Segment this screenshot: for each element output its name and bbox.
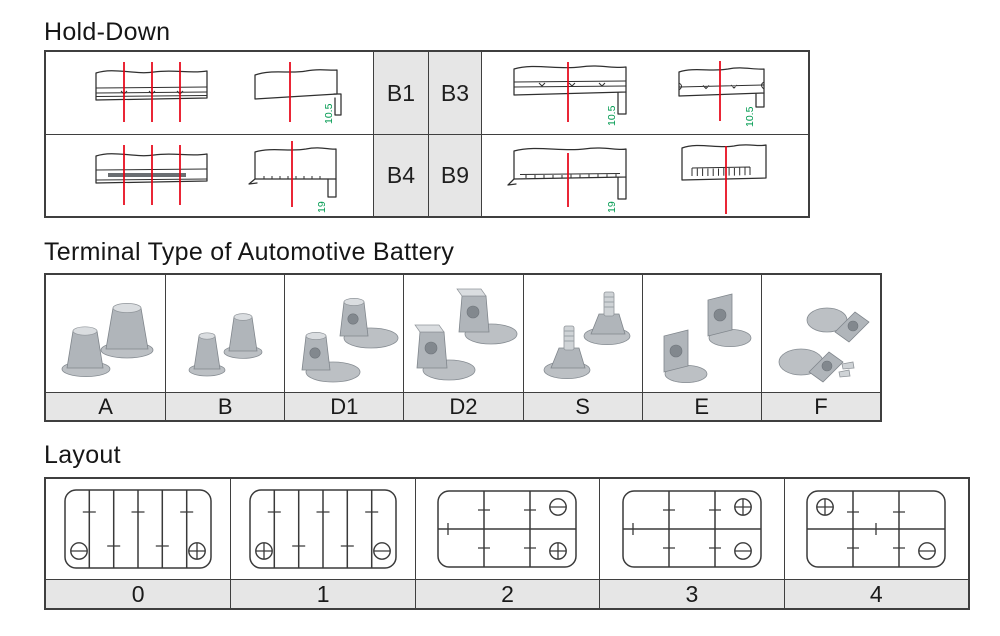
terminal-label: B [217,393,233,419]
layout-image-3 [599,479,783,579]
layout-0-diagram [64,489,212,569]
code-label: B4 [386,162,416,188]
layout-table: 0 1 2 3 4 [44,477,970,610]
code-label: B1 [386,79,416,106]
terminal-a-posts-illustration [61,302,153,377]
dimension-label: 10.5 [323,103,335,124]
hold-down-code-b3: B3 [428,52,481,134]
terminal-label: S [575,393,590,419]
hold-down-code-b4: B4 [373,134,428,216]
layout-section-title: Layout [44,441,121,469]
hold-down-profile-b4-front-drawing [95,144,208,205]
hold-down-profile-b9-side-drawing [681,143,767,214]
dimension-label: 19 [606,201,618,213]
hold-down-table: 10.5 B1 B3 10.5 [44,50,810,218]
terminal-type-label-a: A [46,392,166,420]
terminal-d2-posts-illustration [414,288,518,380]
positive-terminal-symbol [188,542,206,560]
code-label: B3 [440,79,470,106]
terminal-type-image-a [46,275,165,392]
terminal-label: F [814,393,828,419]
terminal-type-image-e [641,275,761,392]
dimension-label: 10.5 [606,105,618,126]
layout-label: 1 [316,580,330,607]
layout-label-1: 1 [230,579,415,608]
terminal-f-brackets-illustration [778,307,870,383]
hold-down-row1-drawings-left: 10.5 [46,52,373,134]
terminal-section-title: Terminal Type of Automotive Battery [44,238,455,266]
hold-down-row2-drawings-right: 19 [481,134,808,216]
terminal-type-image-d2 [403,275,522,392]
terminal-label: D2 [449,393,478,419]
layout-label-2: 2 [414,579,600,608]
dimension-label: 19 [316,201,328,213]
terminal-label: E [694,393,710,419]
terminal-type-image-d1 [284,275,403,392]
layout-image-0 [46,479,230,579]
positive-terminal-symbol [817,498,834,516]
dimension-label: 10.5 [744,106,756,127]
layout-image-2 [414,479,599,579]
layout-label: 2 [501,580,514,607]
hold-down-title: Hold-Down [44,18,171,46]
terminal-type-image-s [522,275,642,392]
hold-down-profile-b3-front-drawing: 10.5 [513,62,627,126]
terminal-b-posts-illustration [188,312,263,376]
hold-down-profile-b1-front-drawing [95,62,208,122]
layout-label-4: 4 [783,579,968,608]
terminal-type-label-s: S [522,392,642,420]
terminal-s-studs-illustration [543,291,631,379]
terminal-d1-posts-illustration [301,297,399,382]
code-label: B9 [440,162,470,188]
layout-label: 0 [131,580,145,607]
layout-label: 4 [869,580,883,607]
hold-down-code-b9: B9 [428,134,481,216]
hold-down-profile-b3-side-drawing: 10.5 [678,61,765,127]
positive-terminal-symbol [550,542,567,560]
hold-down-profile-b9-front-drawing: 19 [507,146,627,213]
positive-terminal-symbol [255,542,273,560]
layout-label: 3 [685,580,699,607]
layout-image-4 [783,479,968,579]
positive-terminal-symbol [734,498,752,516]
hold-down-code-b1: B1 [373,52,428,134]
hold-down-profile-b1-side-drawing: 10.5 [254,62,342,124]
layout-3-diagram [622,490,762,568]
hold-down-row1-drawings-right: 10.5 10.5 [481,52,808,134]
terminal-label: A [98,393,113,419]
layout-label-3: 3 [599,579,784,608]
layout-2-diagram [437,490,578,568]
terminal-label: D1 [330,393,359,419]
terminal-type-label-d2: D2 [403,392,523,420]
layout-image-1 [230,479,414,579]
layout-4-diagram [806,490,947,568]
terminal-type-image-f [760,275,880,392]
layout-label-0: 0 [46,579,231,608]
hold-down-profile-b4-side-drawing: 19 [248,140,337,213]
hold-down-row2-drawings-left: 19 [46,134,373,216]
layout-1-diagram [249,489,397,569]
terminal-type-image-b [165,275,284,392]
terminal-type-label-b: B [165,392,285,420]
terminal-e-flag-brackets-illustration [663,292,752,383]
terminal-type-table: A B D1 D2 S E F [44,273,882,422]
terminal-type-label-d1: D1 [284,392,404,420]
terminal-type-label-f: F [760,392,880,420]
terminal-type-label-e: E [641,392,761,420]
